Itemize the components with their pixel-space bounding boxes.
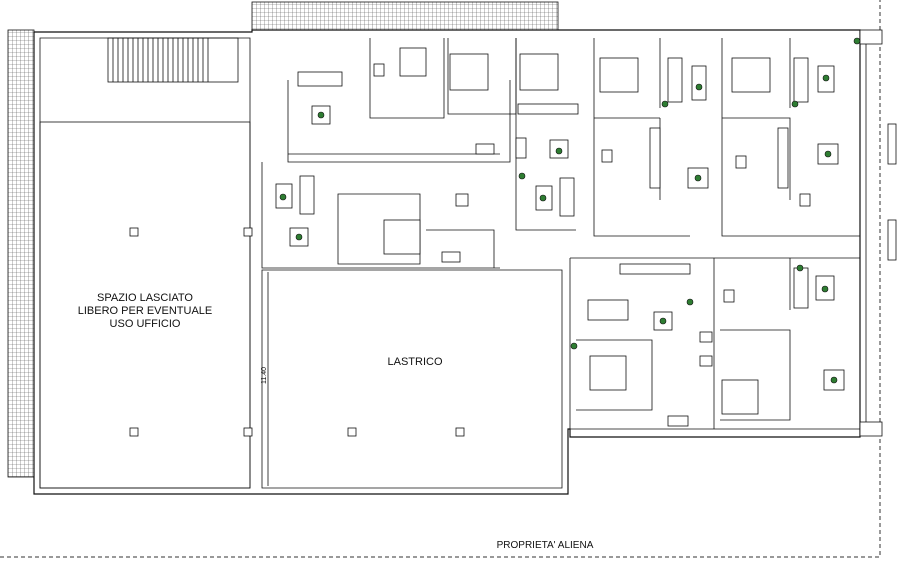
sofas — [297, 57, 809, 321]
beds — [383, 47, 771, 415]
columns — [129, 227, 465, 437]
open-space-room — [39, 121, 251, 489]
dining-tables — [289, 105, 845, 391]
right-exterior-windows — [859, 29, 897, 437]
top-balcony — [251, 1, 559, 31]
light-fixtures — [279, 37, 861, 384]
dimension-label: 11.40 — [261, 367, 268, 384]
open-space-label-line-2: LIBERO PER EVENTUALE — [77, 305, 213, 317]
open-space-label-line-3: USO UFFICIO — [109, 318, 181, 330]
open-space-label-line-1: SPAZIO LASCIATO — [97, 292, 193, 304]
staircase — [107, 37, 239, 83]
open-space-label: SPAZIO LASCIATO LIBERO PER EVENTUALE USO… — [60, 292, 230, 331]
neighbor-property-label: PROPRIETA' ALIENA — [496, 540, 594, 551]
terrace-label: LASTRICO — [387, 356, 443, 368]
apartment-c-walls — [569, 257, 860, 430]
apartment-b-walls — [593, 38, 860, 237]
bathroom-fixtures — [373, 63, 811, 427]
left-balcony — [7, 29, 35, 478]
apartment-a-walls — [261, 38, 576, 269]
kitchens — [515, 103, 789, 275]
